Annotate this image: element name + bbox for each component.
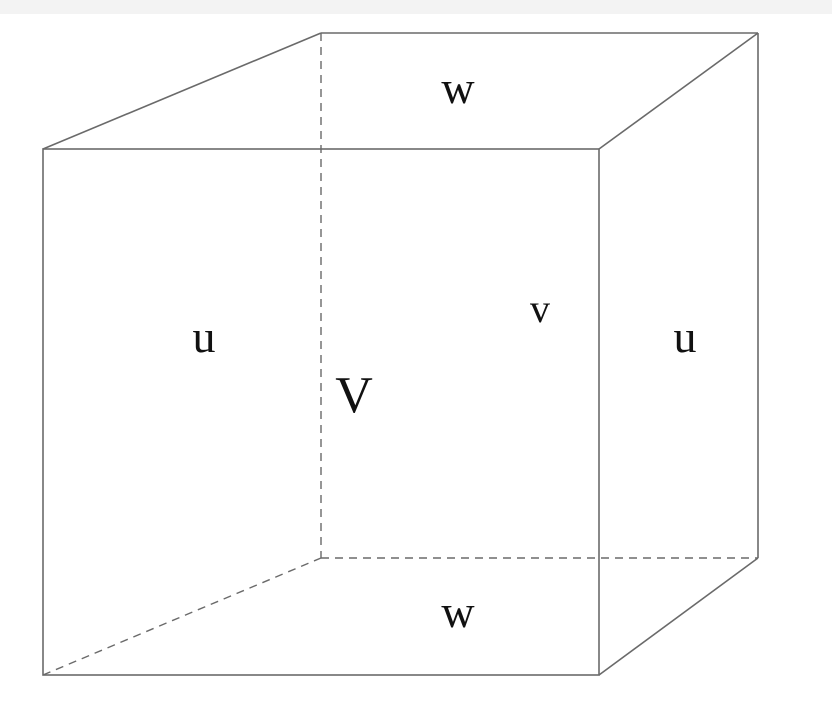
edge-top-left-depth: [42, 32, 322, 150]
label-back-face: v: [530, 286, 550, 331]
label-top-face: w: [441, 62, 475, 113]
label-volume: V: [335, 367, 373, 424]
label-bottom-face: w: [441, 586, 475, 637]
front-face: [42, 148, 600, 676]
hidden-edge-bottom-left-depth: [42, 557, 322, 676]
label-right-face: u: [674, 311, 697, 362]
edge-bottom-right-depth: [598, 557, 759, 676]
edge-top-right-depth: [598, 32, 759, 150]
label-front-face: u: [193, 311, 216, 362]
top-strip: [0, 0, 832, 14]
